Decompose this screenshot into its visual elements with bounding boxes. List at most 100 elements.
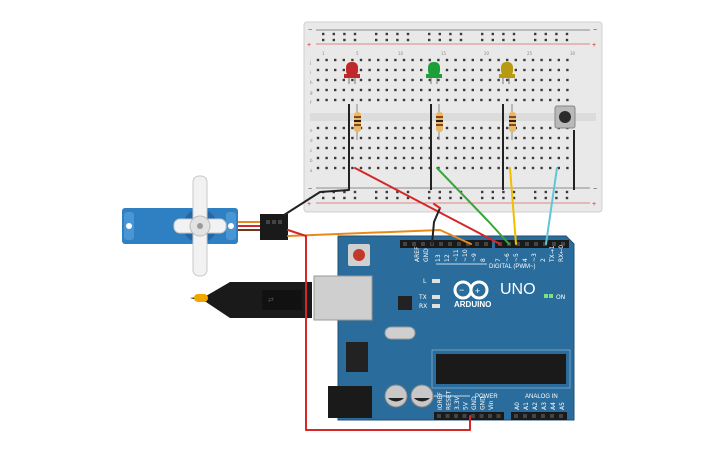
pushbutton[interactable] (554, 105, 576, 129)
rail-hole (449, 196, 452, 200)
resistor-1[interactable] (354, 104, 361, 140)
wire-servo-gnd[interactable] (283, 189, 350, 216)
rail-hole (375, 196, 378, 200)
digital-pin-label: 2 (540, 258, 547, 262)
header-pin (488, 414, 492, 418)
aref-label: AREF (414, 246, 421, 262)
on-label: ON (556, 294, 565, 301)
svg-text:+: + (475, 286, 480, 296)
breadboard-hole (445, 88, 449, 92)
breadboard-hole (428, 126, 431, 130)
breadboard-hole (334, 126, 337, 130)
rail-hole (353, 38, 357, 42)
digital-header-left (400, 240, 492, 248)
led-yellow[interactable] (499, 62, 515, 84)
wire-yellow-led[interactable] (509, 167, 517, 245)
wire-button[interactable] (545, 167, 558, 245)
column-number: 10 (398, 51, 404, 56)
led-red[interactable] (344, 62, 360, 84)
breadboard-hole (540, 126, 543, 130)
servo-horn (173, 175, 227, 277)
breadboard-hole (557, 78, 560, 82)
breadboard-hole (514, 156, 517, 160)
breadboard-hole (368, 88, 371, 92)
breadboard-hole (471, 98, 474, 102)
digital-pwm-label: DIGITAL (PWM~) (489, 264, 536, 270)
breadboard-hole (394, 88, 397, 92)
header-pin (457, 242, 461, 246)
breadboard-hole (325, 58, 328, 62)
breadboard-hole (325, 146, 328, 150)
breadboard-top-rail (316, 29, 590, 45)
wire-gnd-rail[interactable] (431, 207, 441, 245)
wire-green-led[interactable] (436, 167, 510, 245)
breadboard-hole (514, 98, 517, 102)
breadboard-hole (402, 166, 406, 170)
header-pin (448, 242, 452, 246)
rail-hole (459, 32, 463, 36)
breadboard-hole (549, 78, 552, 82)
breadboard-hole (566, 146, 569, 150)
wire-red-led[interactable] (354, 167, 501, 245)
breadboard-hole (497, 166, 500, 170)
breadboard-hole (411, 58, 414, 62)
breadboard-hole (531, 68, 535, 72)
rail-hole (502, 190, 505, 194)
breadboard-hole (394, 58, 397, 62)
breadboard-hole (411, 88, 414, 92)
rail-hole (534, 196, 537, 200)
rail-hole (343, 190, 346, 194)
breadboard-hole (445, 126, 449, 130)
breadboard-hole (342, 98, 345, 102)
breadboard-hole (334, 58, 337, 62)
wire-servo-signal[interactable] (287, 229, 472, 245)
breadboard-hole (428, 78, 431, 82)
breadboard-hole (471, 126, 474, 130)
breadboard-hole (523, 88, 526, 92)
breadboard-hole (377, 88, 380, 92)
breadboard-row-labels: j i h g f e d c b a (309, 60, 313, 173)
breadboard-hole (385, 68, 388, 72)
resistor-2[interactable] (436, 104, 443, 140)
rail-plus-label-bottom: + (307, 201, 311, 208)
rail-hole (555, 38, 558, 42)
breadboard-hole (480, 78, 483, 82)
breadboard-hole (359, 68, 363, 72)
servo-motor[interactable] (122, 175, 288, 277)
rail-hole (502, 196, 505, 200)
breadboard-hole (454, 78, 457, 82)
led-green[interactable] (426, 62, 442, 84)
wire-servo-5v[interactable] (287, 229, 471, 431)
breadboard-hole (514, 68, 517, 72)
breadboard-hole (531, 146, 535, 150)
wire-5v-rail[interactable] (433, 203, 441, 209)
analog-pin-label: A4 (550, 402, 557, 410)
breadboard-hole (402, 88, 406, 92)
breadboard-hole (497, 78, 500, 82)
breadboard-hole (394, 146, 397, 150)
row-label-j: j (309, 60, 311, 65)
resistor-3[interactable] (509, 104, 516, 140)
analog-header (511, 412, 567, 420)
breadboard-hole (325, 88, 328, 92)
breadboard-hole (342, 156, 345, 160)
breadboard-hole (514, 146, 517, 150)
breadboard-hole (445, 58, 449, 62)
arduino-logo: − + (453, 280, 489, 300)
breadboard-hole (523, 78, 526, 82)
leds (344, 62, 515, 84)
breadboard-hole (420, 58, 423, 62)
breadboard-hole (540, 58, 543, 62)
reset-button-cap[interactable] (353, 249, 365, 261)
breadboard-hole (334, 88, 337, 92)
rail-hole (396, 190, 399, 194)
breadboard-hole (402, 98, 406, 102)
breadboard-hole (316, 78, 320, 82)
rail-hole (438, 196, 441, 200)
header-pin (532, 414, 536, 418)
breadboard-hole (368, 156, 371, 160)
rail-hole (385, 190, 388, 194)
breadboard: − + − + − + − + j i h g f e d c b a 1 5 … (303, 21, 603, 213)
rail-hole (332, 32, 335, 36)
